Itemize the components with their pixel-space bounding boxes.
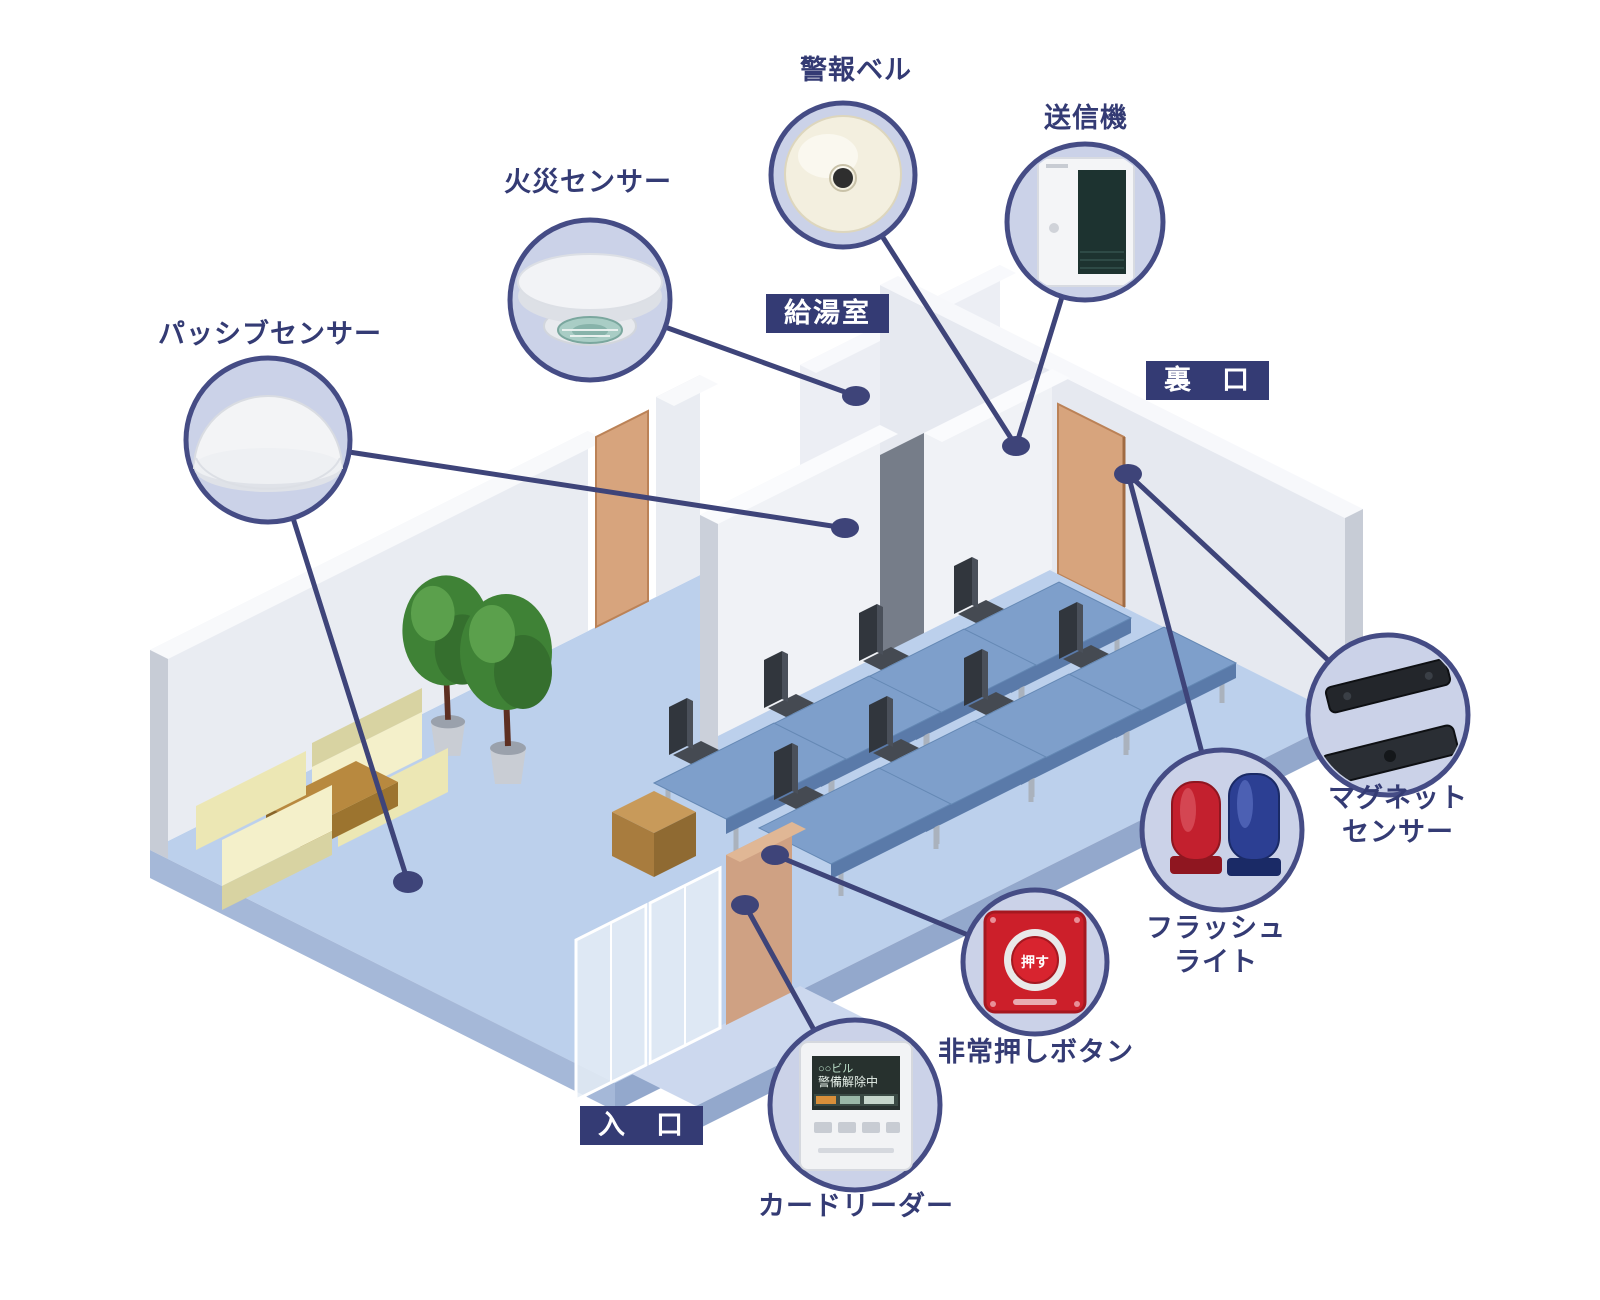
connector-passive-wall — [346, 449, 848, 531]
callout-card-reader: ○○ビル 警備解除中 — [767, 1017, 943, 1193]
callout-alarm-bell — [768, 100, 918, 250]
card-reader-screen-line2: 警備解除中 — [818, 1074, 878, 1089]
label-magnet-sensor: マグネット センサー — [1328, 782, 1468, 850]
callout-flash-light — [1139, 747, 1305, 913]
mount-dot — [831, 518, 859, 538]
label-emergency-button: 非常押しボタン — [938, 1037, 1134, 1067]
transmitter-icon — [1037, 157, 1135, 287]
kitchen-doorway — [880, 433, 924, 655]
label-fire-sensor: 火災センサー — [504, 167, 672, 197]
mount-dot — [1114, 464, 1142, 484]
connector-transmitter — [1013, 294, 1065, 449]
connector-flash-light — [1125, 471, 1205, 756]
front-entrance-badge: 入 口 — [580, 1106, 703, 1145]
connector-lines — [290, 233, 1332, 1033]
mount-dot — [731, 895, 759, 915]
label-card-reader: カードリーダー — [758, 1191, 954, 1221]
emergency-button-text: 押す — [1021, 954, 1049, 970]
connector-fire-sensor — [662, 324, 859, 399]
cabinet — [612, 791, 696, 877]
kitchen-room-badge: 給湯室 — [766, 294, 889, 333]
connector-passive-floor — [290, 515, 411, 885]
card-reader-screen-line1: ○○ビル — [818, 1062, 853, 1075]
connector-alarm-bell — [879, 233, 1019, 449]
mount-dot — [842, 386, 870, 406]
label-flash-light: フラッシュ ライト — [1146, 912, 1286, 980]
callout-emergency-button: 押す — [960, 887, 1110, 1037]
connector-card-reader — [742, 902, 817, 1033]
back-entrance-badge: 裏 口 — [1146, 361, 1269, 400]
label-flash-light-line2: ライト — [1174, 946, 1258, 977]
entrance-wall — [726, 822, 792, 1025]
passive-sensor-icon — [192, 395, 344, 492]
label-magnet-sensor-line1: マグネット — [1328, 783, 1468, 813]
fire-sensor-icon — [517, 253, 663, 346]
flash-light-icon — [1170, 773, 1281, 876]
label-magnet-sensor-line2: センサー — [1342, 816, 1454, 847]
label-alarm-bell: 警報ベル — [800, 55, 912, 85]
mount-dot — [1002, 436, 1030, 456]
lobby-door — [595, 409, 649, 629]
callout-transmitter — [1004, 141, 1166, 303]
mount-dot — [761, 845, 789, 865]
callout-fire-sensor — [507, 217, 673, 383]
mount-dot — [393, 871, 423, 893]
callout-passive-sensor — [183, 355, 353, 525]
label-flash-light-line1: フラッシュ — [1146, 913, 1286, 943]
lobby-furniture — [196, 575, 552, 910]
emergency-button-icon: 押す — [983, 910, 1087, 1014]
connector-magnet-sensor — [1125, 471, 1332, 664]
callout-magnet-sensor — [1305, 632, 1471, 798]
card-reader-icon: ○○ビル 警備解除中 — [799, 1041, 913, 1171]
magnet-sensor-icon — [1320, 658, 1459, 786]
entrance-area — [574, 791, 806, 1103]
lobby-back-wall — [150, 431, 588, 850]
label-passive-sensor: パッシブセンサー — [158, 319, 382, 349]
label-transmitter: 送信機 — [1044, 103, 1128, 133]
connector-emergency-button — [772, 852, 971, 938]
alarm-bell-icon — [784, 115, 902, 233]
mount-dots — [393, 386, 1142, 915]
back-door — [1057, 402, 1125, 609]
